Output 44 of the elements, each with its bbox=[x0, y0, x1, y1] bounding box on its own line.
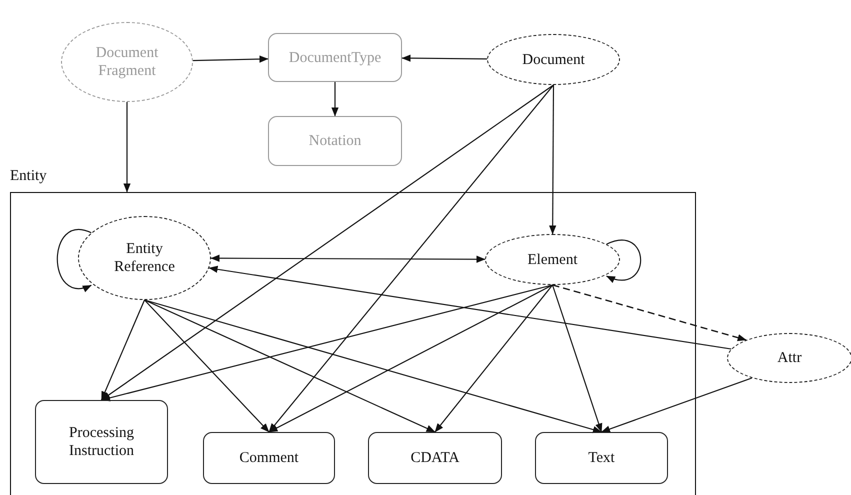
node-label: CDATA bbox=[410, 449, 460, 467]
arrow bbox=[402, 54, 487, 62]
arrow bbox=[101, 284, 553, 402]
arrow bbox=[210, 254, 486, 263]
rounded-box bbox=[268, 116, 402, 166]
node-label: Processing Instruction bbox=[68, 424, 135, 460]
rounded-box bbox=[35, 400, 168, 484]
rounded-box bbox=[368, 432, 502, 484]
ellipse-node bbox=[61, 22, 193, 102]
rounded-box bbox=[268, 33, 402, 82]
arrow bbox=[192, 56, 268, 63]
arrow bbox=[208, 266, 732, 350]
node-label: Comment bbox=[239, 449, 299, 467]
arrow bbox=[144, 300, 270, 432]
arrow bbox=[101, 84, 554, 400]
node-label: DocumentType bbox=[288, 48, 382, 66]
node-label: Notation bbox=[308, 132, 362, 150]
arrow bbox=[56, 229, 92, 292]
arrow bbox=[606, 240, 642, 282]
arrow bbox=[101, 300, 145, 400]
arrow bbox=[123, 102, 131, 192]
arrow bbox=[549, 85, 556, 234]
dashed-arrow bbox=[552, 284, 747, 342]
arrow bbox=[552, 284, 602, 432]
node-label: Text bbox=[588, 449, 615, 467]
arrow bbox=[331, 82, 339, 116]
arrow bbox=[434, 284, 553, 432]
arrow bbox=[268, 84, 554, 432]
node-label: Entity Reference bbox=[113, 240, 176, 276]
ellipse-node bbox=[78, 216, 211, 300]
arrow bbox=[144, 299, 602, 434]
group-heading: Entity bbox=[10, 168, 47, 185]
node-label: Document Fragment bbox=[94, 44, 160, 80]
node-label: Element bbox=[528, 250, 578, 268]
arrow bbox=[268, 284, 553, 432]
ellipse-node bbox=[485, 234, 620, 285]
rounded-box bbox=[203, 432, 335, 484]
arrow bbox=[601, 377, 752, 433]
arrow bbox=[144, 300, 436, 432]
node-label: Attr bbox=[777, 349, 802, 367]
ellipse-node bbox=[487, 34, 620, 85]
rounded-box bbox=[535, 432, 668, 484]
node-label: Document bbox=[522, 50, 585, 68]
ellipse-node bbox=[727, 333, 851, 383]
